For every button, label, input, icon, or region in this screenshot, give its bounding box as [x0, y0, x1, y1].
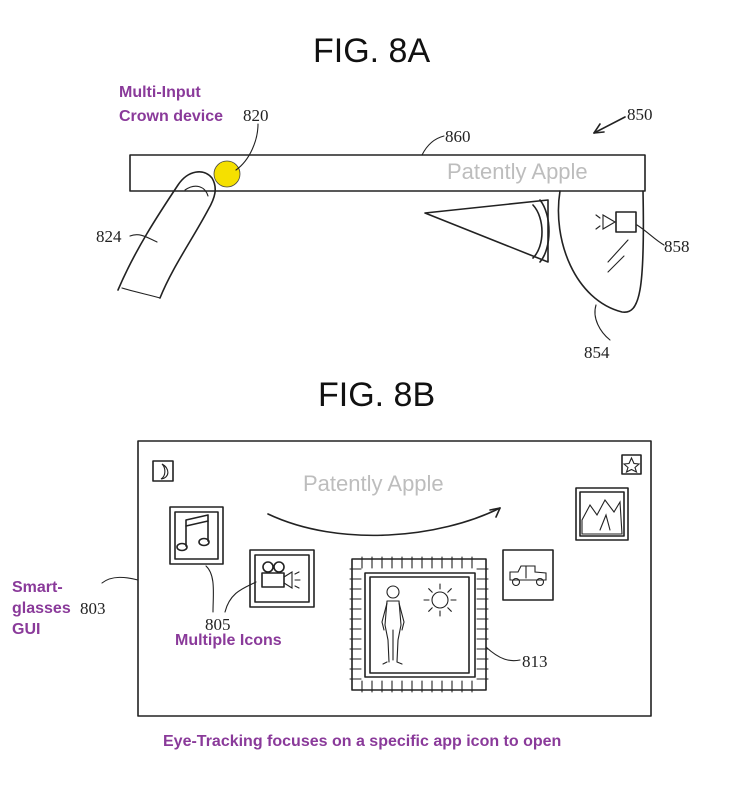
- ref-820: 820: [243, 106, 269, 125]
- callout-multi-input: Multi-Input: [119, 84, 201, 101]
- focused-app-icon[interactable]: [351, 558, 487, 691]
- music-icon[interactable]: [169, 506, 224, 565]
- jeep-icon[interactable]: [502, 549, 554, 601]
- lens-drawing: [557, 190, 645, 313]
- person-icon: [381, 585, 405, 665]
- arrowhead-850: [593, 123, 605, 134]
- star-icon[interactable]: [621, 454, 642, 475]
- ref-860: 860: [445, 127, 471, 146]
- leader-803: [101, 576, 139, 584]
- landscape-photo-icon[interactable]: [575, 487, 629, 541]
- leader-805-b: [224, 581, 257, 613]
- leader-813: [485, 646, 521, 662]
- arrow-850: [593, 116, 626, 134]
- sun-ray: [428, 588, 433, 593]
- finger-drawing: [117, 171, 217, 299]
- leader-824: [129, 234, 158, 243]
- leader-854: [594, 304, 611, 341]
- ref-813: 813: [522, 652, 548, 671]
- leader-860: [421, 135, 445, 156]
- leader-820: [235, 123, 259, 171]
- video-camera-icon[interactable]: [249, 549, 315, 608]
- gui-label-smart: Smart-: [12, 579, 63, 596]
- icons-caption: Multiple Icons: [175, 632, 282, 649]
- ref-854: 854: [584, 343, 610, 362]
- gui-label-glasses: glasses: [12, 600, 71, 617]
- gui-label-gui: GUI: [12, 621, 40, 638]
- ref-805: 805: [205, 615, 231, 634]
- sun-ray: [428, 607, 433, 612]
- focus-rays: [349, 556, 489, 693]
- ref-824: 824: [96, 227, 122, 246]
- moon-icon[interactable]: [152, 460, 174, 482]
- glasses-frame-bar: [129, 154, 646, 192]
- watermark-a: Patently Apple: [447, 159, 588, 184]
- leader-805-a: [205, 565, 214, 613]
- ref-803: 803: [80, 599, 106, 618]
- sun-ray: [447, 588, 452, 593]
- sun-icon: [423, 583, 457, 617]
- fig-8b-title: FIG. 8B: [318, 376, 435, 414]
- figure-caption: Eye-Tracking focuses on a specific app i…: [163, 733, 561, 750]
- crown-device[interactable]: [213, 160, 241, 188]
- ref-850: 850: [627, 105, 653, 124]
- watermark-b: Patently Apple: [303, 471, 444, 496]
- fig-8a-title: FIG. 8A: [313, 32, 430, 70]
- eye-tracking-sensor: [595, 211, 637, 233]
- gui-frame: [137, 440, 652, 717]
- swipe-arrow: [267, 507, 501, 537]
- swipe-arrowhead: [489, 507, 501, 518]
- sun-ray: [447, 607, 452, 612]
- ref-858: 858: [664, 237, 690, 256]
- leader-858: [636, 224, 665, 246]
- eye-drawing: [424, 199, 550, 263]
- callout-crown-device: Crown device: [119, 108, 223, 125]
